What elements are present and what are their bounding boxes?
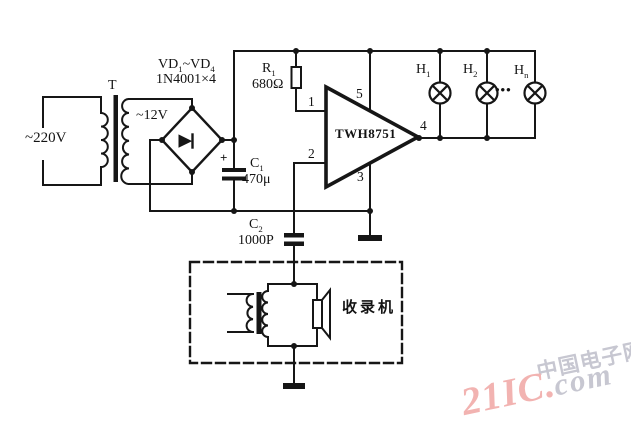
recorder-secondary-coil (261, 289, 270, 339)
recorder-primary-stubs (227, 293, 254, 333)
pin3-label: 3 (357, 169, 364, 184)
lamp-hn-icon (523, 81, 547, 105)
c2-plate-top (284, 233, 304, 238)
pin2-wire (293, 162, 327, 234)
recorder-primary-coil (245, 292, 255, 334)
c2-label: C2 (249, 217, 263, 234)
transformer-label: T (108, 78, 117, 93)
lamp-hn-label: Hn (514, 63, 529, 80)
ic-triangle (324, 83, 422, 191)
recorder-label: 收录机 (342, 300, 397, 316)
c1-polarity-label: + (220, 150, 228, 165)
secondary-top-wire (128, 98, 193, 109)
more-lamps-ellipsis: ••• (495, 82, 512, 97)
lamp-h2-label: H2 (463, 62, 478, 79)
lamp-hn-cross (526, 84, 544, 102)
diode-range-label: VD1~VD4 (158, 57, 215, 74)
secondary-voltage-label: ~12V (136, 108, 168, 123)
lamp-h1-label: H1 (416, 62, 431, 79)
pin1-label: 1 (308, 94, 315, 109)
r1-value-label: 680Ω (252, 77, 284, 92)
bridge-diode-triangle (178, 134, 193, 148)
c2-value-label: 1000P (238, 233, 274, 248)
ground-symbol-1 (358, 235, 382, 241)
c2-plate-bottom (284, 241, 304, 246)
r1-label: R1 (262, 61, 276, 78)
lamp-h2-cross (478, 84, 496, 102)
secondary-bottom-wire (128, 171, 193, 185)
c1-label: C1 (250, 156, 264, 173)
mains-source-box (42, 96, 102, 186)
recorder-transformer-core (256, 292, 262, 334)
lamp-h2-icon (475, 81, 499, 105)
ground-rail (149, 139, 371, 212)
transformer-secondary-coil (120, 97, 131, 186)
speaker-horn (320, 287, 331, 341)
transformer-primary-coil (99, 111, 109, 169)
r1-resistor-body (290, 66, 302, 89)
c1-plate-bottom (222, 176, 246, 181)
pin5-label: 5 (356, 86, 363, 101)
mains-voltage-label: ~220V (25, 130, 67, 146)
speaker-driver (312, 299, 323, 329)
recorder-box-outline (188, 260, 404, 365)
c1-value-label: 470μ (242, 172, 271, 187)
pin4-label: 4 (420, 118, 427, 133)
lamp-h1-icon (428, 81, 452, 105)
ground-symbol-2 (283, 383, 305, 389)
c1-plate-top (222, 168, 246, 172)
recorder-loop (267, 283, 318, 347)
ic-model-label: TWH8751 (335, 126, 397, 141)
transformer-core (113, 95, 118, 182)
pin2-label: 2 (308, 146, 315, 161)
lamp-h1-cross (431, 84, 449, 102)
junction-dots (159, 48, 490, 349)
diode-type-label: 1N4001×4 (156, 72, 217, 87)
